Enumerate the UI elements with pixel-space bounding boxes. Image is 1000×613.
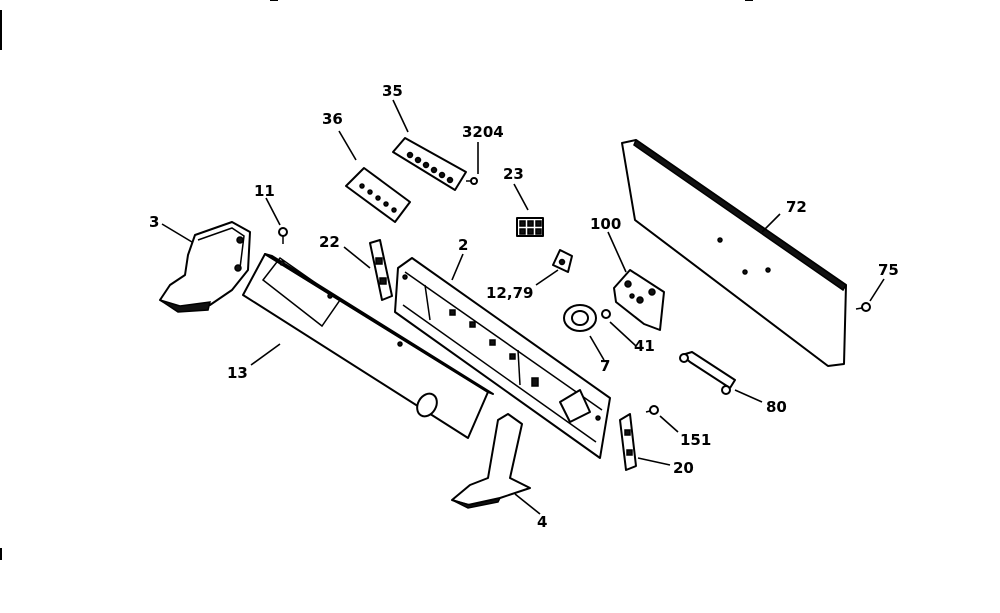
knob-7	[563, 304, 597, 332]
label-80: 80	[766, 398, 787, 416]
washer-41	[601, 309, 611, 319]
timer-100	[613, 269, 665, 331]
front-panel-13	[242, 253, 494, 439]
label-3204: 3204	[462, 123, 504, 141]
label-22: 22	[319, 233, 340, 251]
label-75: 75	[878, 261, 899, 279]
console-frame-2	[394, 257, 611, 459]
screw-75	[855, 302, 871, 312]
keypad-23	[516, 217, 544, 237]
label-36: 36	[322, 110, 343, 128]
bracket-20	[619, 413, 637, 471]
label-2: 2	[458, 236, 468, 254]
label-151: 151	[680, 431, 711, 449]
label-23: 23	[503, 165, 524, 183]
leader-lines	[161, 99, 885, 515]
label-41: 41	[634, 337, 655, 355]
label-35: 35	[382, 82, 403, 100]
label-20: 20	[673, 459, 694, 477]
screw-11	[278, 227, 288, 244]
harness-80	[679, 351, 736, 395]
label-7: 7	[600, 357, 610, 375]
end-cap-right	[451, 413, 531, 509]
screw-3204	[466, 177, 478, 185]
screw-151	[645, 405, 659, 415]
rear-panel-72	[621, 138, 848, 367]
overlay-36	[345, 167, 411, 223]
label-3: 3	[149, 213, 159, 231]
label-4: 4	[537, 513, 547, 531]
end-cap-left	[159, 221, 251, 313]
switch-35	[392, 137, 467, 191]
bracket-22	[369, 239, 393, 301]
label-100: 100	[590, 215, 621, 233]
knob-12-79	[552, 249, 573, 273]
label-11: 11	[254, 182, 275, 200]
label-12-79: 12,79	[486, 284, 533, 302]
label-13: 13	[227, 364, 248, 382]
label-72: 72	[786, 198, 807, 216]
